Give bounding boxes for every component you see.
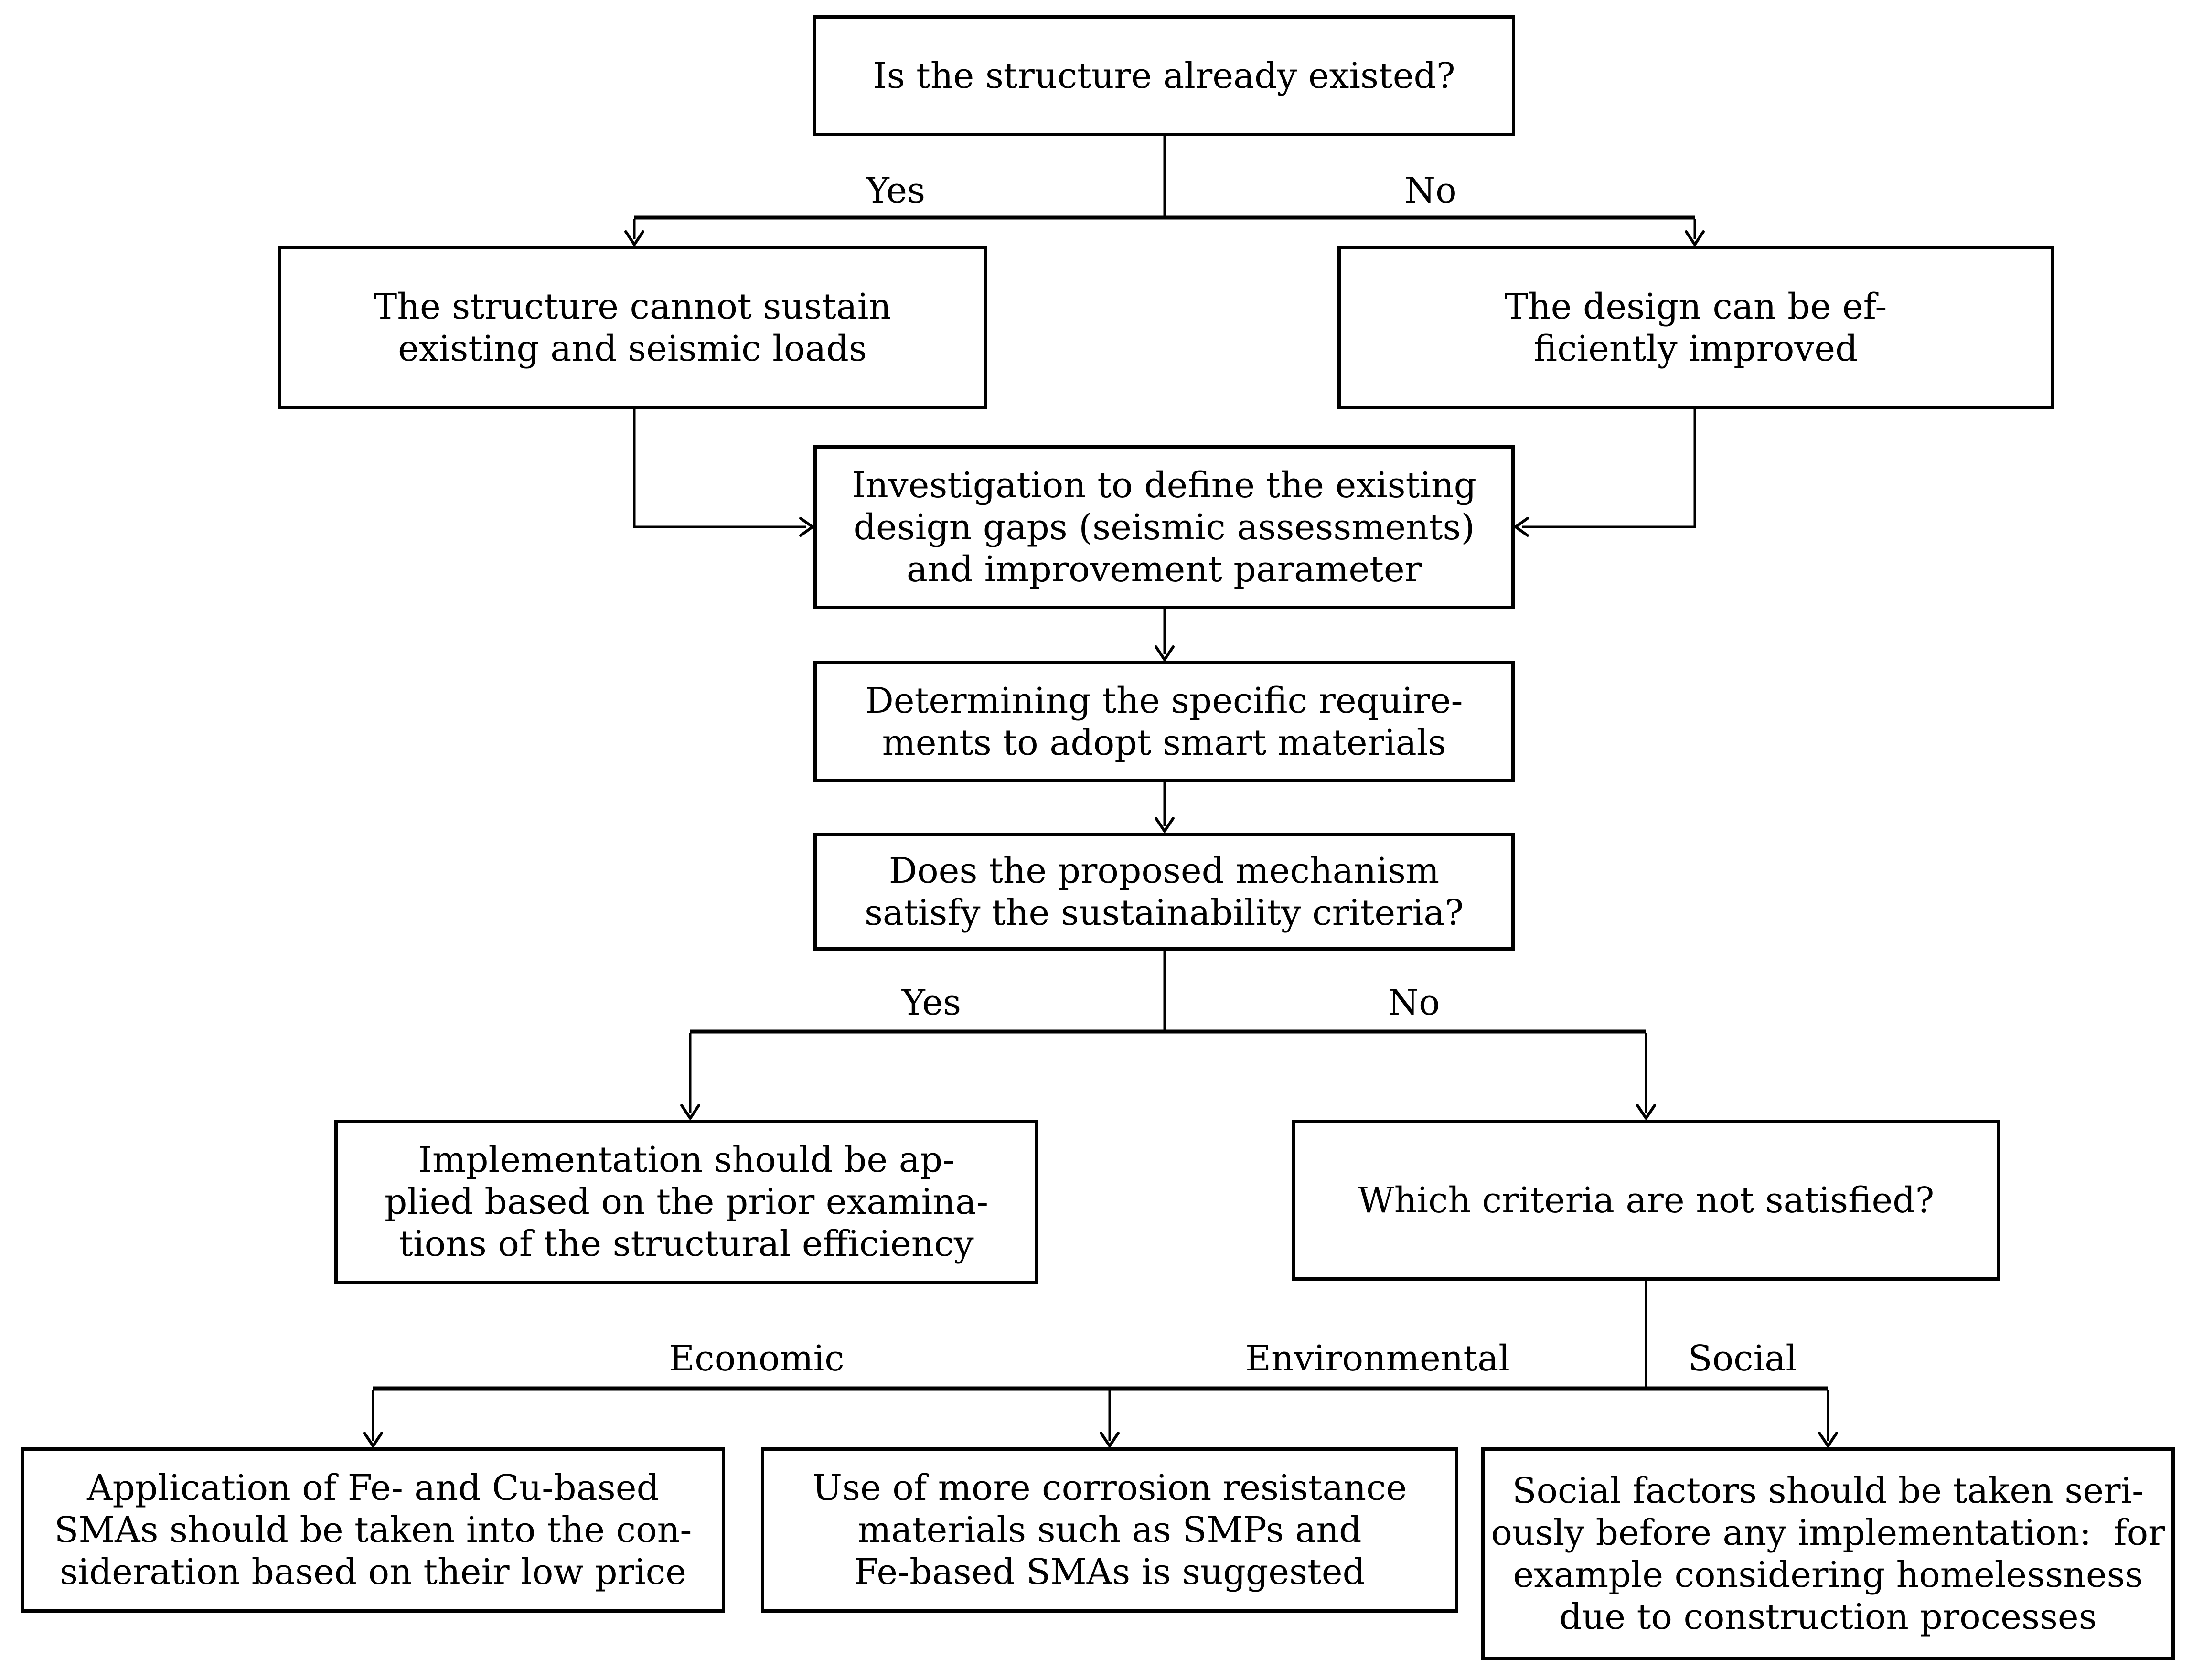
node-economic-outcome: Application of Fe- and Cu-based SMAs sho… [21, 1447, 725, 1613]
node-design-improved: The design can be ef- ficiently improved [1337, 246, 2054, 409]
node-social-outcome: Social factors should be taken seri- ous… [1481, 1447, 2175, 1660]
edge-label-no-mid: No [1388, 982, 1440, 1023]
node-investigation: Investigation to define the existing des… [813, 445, 1515, 609]
node-start: Is the structure already existed? [813, 15, 1515, 136]
node-determining: Determining the specific require- ments … [813, 661, 1515, 782]
node-environmental-outcome: Use of more corrosion resistance materia… [761, 1447, 1458, 1613]
node-implementation: Implementation should be ap- plied based… [334, 1120, 1038, 1284]
edge-label-no-top: No [1404, 170, 1457, 211]
node-cannot-sustain: The structure cannot sustain existing an… [278, 246, 987, 409]
edge-label-environmental: Environmental [1245, 1338, 1510, 1379]
edge-label-yes-top: Yes [866, 170, 926, 211]
node-sustainability-question: Does the proposed mechanism satisfy the … [813, 833, 1515, 951]
edge-label-yes-mid: Yes [901, 982, 962, 1023]
edge-label-social: Social [1688, 1338, 1797, 1379]
edge-label-economic: Economic [669, 1338, 845, 1379]
node-which-criteria: Which criteria are not satisfied? [1292, 1120, 2000, 1281]
